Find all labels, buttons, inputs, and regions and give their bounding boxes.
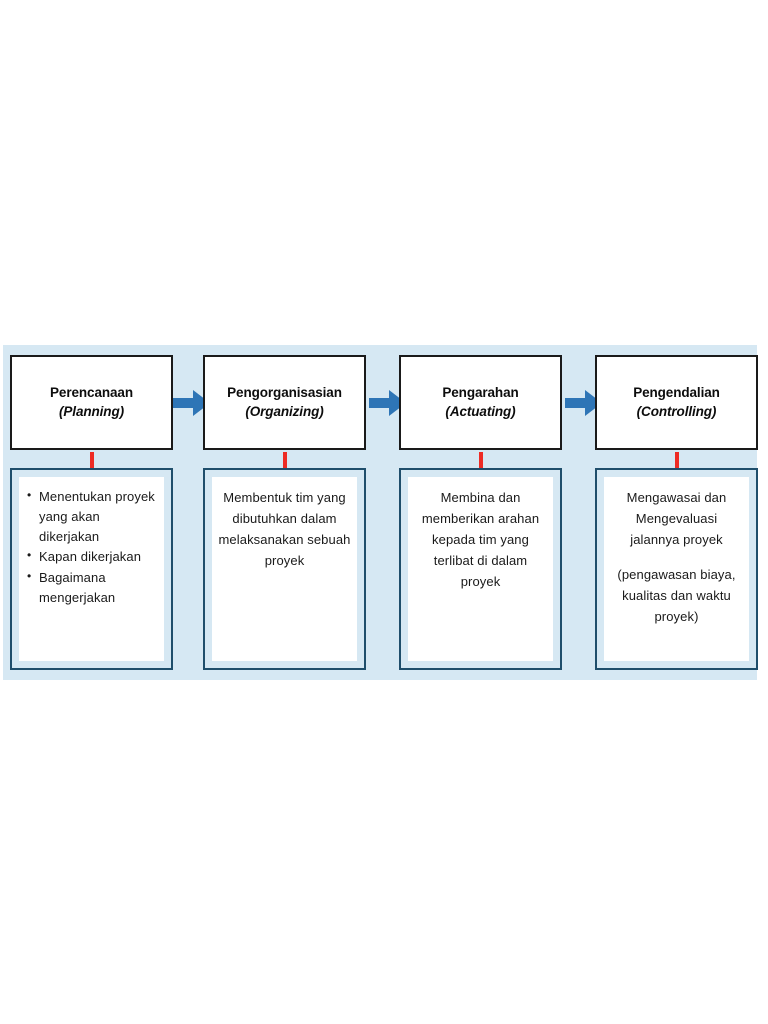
detail-paragraph-secondary: (pengawasan biaya, kualitas dan waktu pr… — [617, 567, 736, 625]
stage-detail-box-planning: Menentukan proyek yang akan dikerjakan K… — [10, 468, 173, 670]
stage-connector-line — [89, 452, 94, 470]
stage-title: Pengendalian — [633, 385, 720, 401]
stage-title: Pengarahan — [442, 385, 519, 401]
stage-connector-line — [478, 452, 483, 470]
stage-header-box-actuating[interactable]: Pengarahan (Actuating) — [399, 355, 562, 470]
list-item: Kapan dikerjakan — [27, 546, 158, 567]
process-stage-organizing: Pengorganisasian (Organizing) Membentuk … — [203, 355, 366, 670]
stage-detail-panel: Mengawasai dan Mengevaluasi jalannya pro… — [604, 477, 749, 661]
stage-title: Pengorganisasian — [227, 385, 342, 401]
list-item: Bagaimana mengerjakan — [27, 567, 158, 608]
process-stage-planning: Perencanaan (Planning) Menentukan proyek… — [10, 355, 173, 670]
stage-detail-box-controlling: Mengawasai dan Mengevaluasi jalannya pro… — [595, 468, 758, 670]
stage-header-box-controlling[interactable]: Pengendalian (Controlling) — [595, 355, 758, 470]
detail-paragraph: Membina dan memberikan arahan kepada tim… — [421, 490, 540, 590]
process-stage-controlling: Pengendalian (Controlling) Mengawasai da… — [595, 355, 758, 670]
stage-connector-line — [674, 452, 679, 470]
stage-title: Perencanaan — [50, 385, 133, 401]
list-item: Menentukan proyek yang akan dikerjakan — [27, 486, 158, 546]
stage-header-box-planning[interactable]: Perencanaan (Planning) — [10, 355, 173, 470]
process-stage-actuating: Pengarahan (Actuating) Membina dan membe… — [399, 355, 562, 670]
right-arrow-icon — [173, 388, 211, 418]
stage-connector-line — [282, 452, 287, 470]
stage-detail-panel: Membentuk tim yang dibutuhkan dalam mela… — [212, 477, 357, 661]
process-flow-diagram: Perencanaan (Planning) Menentukan proyek… — [3, 345, 758, 680]
right-arrow-icon — [369, 388, 407, 418]
detail-paragraph: Mengawasai dan Mengevaluasi jalannya pro… — [626, 490, 727, 548]
stage-detail-panel: Membina dan memberikan arahan kepada tim… — [408, 477, 553, 661]
detail-paragraph: Membentuk tim yang dibutuhkan dalam mela… — [218, 490, 351, 569]
stage-header-box-organizing[interactable]: Pengorganisasian (Organizing) — [203, 355, 366, 470]
right-arrow-icon — [565, 388, 603, 418]
stage-subtitle: (Organizing) — [245, 403, 324, 419]
stage-detail-box-organizing: Membentuk tim yang dibutuhkan dalam mela… — [203, 468, 366, 670]
stage-subtitle: (Planning) — [59, 403, 124, 419]
stage-subtitle: (Controlling) — [636, 403, 717, 419]
stage-subtitle: (Actuating) — [445, 403, 516, 419]
stage-detail-box-actuating: Membina dan memberikan arahan kepada tim… — [399, 468, 562, 670]
detail-bullet-list: Menentukan proyek yang akan dikerjakan K… — [25, 486, 158, 608]
stage-detail-panel: Menentukan proyek yang akan dikerjakan K… — [19, 477, 164, 661]
